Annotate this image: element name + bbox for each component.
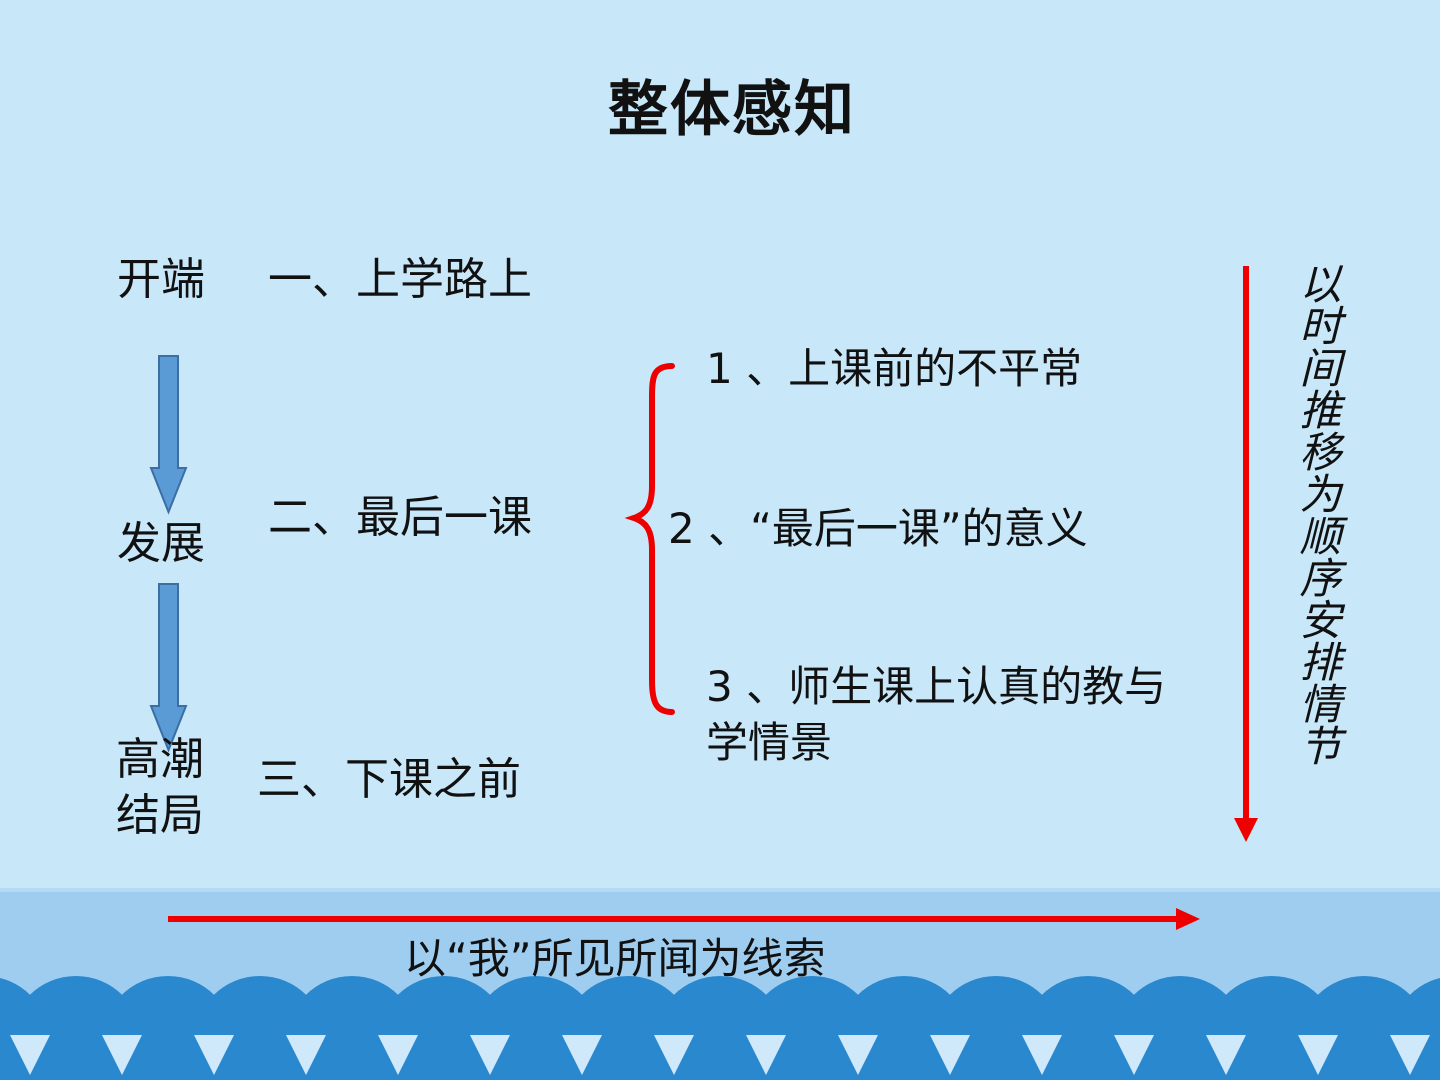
wave-decoration	[0, 976, 1440, 1080]
subsection-three-line1: 3 、师生课上认真的教与	[706, 662, 1167, 711]
page-title: 整体感知	[608, 75, 856, 145]
curly-brace	[624, 363, 675, 715]
stage-arrow-1	[149, 355, 188, 515]
vertical-note: 以时间推移为顺序安排情节	[1293, 262, 1342, 766]
clue-arrow	[168, 908, 1200, 930]
stage-development: 发展	[117, 518, 205, 569]
footer-strip	[0, 888, 1440, 892]
subsection-three-line2: 学情景	[706, 718, 833, 767]
stage-ending: 结局	[116, 790, 204, 841]
section-three: 三、下课之前	[257, 754, 521, 805]
stage-arrow-2	[149, 583, 188, 753]
subsection-two: 2 、“最后一课”的意义	[668, 504, 1088, 553]
section-one: 一、上学路上	[268, 254, 532, 305]
timeline-arrow	[1234, 266, 1258, 842]
section-two: 二、最后一课	[268, 492, 532, 543]
stage-climax: 高潮	[116, 734, 204, 785]
stage-opening: 开端	[117, 254, 205, 305]
subsection-one: 1 、上课前的不平常	[706, 344, 1083, 393]
bottom-note: 以“我”所见所闻为线索	[404, 934, 826, 983]
